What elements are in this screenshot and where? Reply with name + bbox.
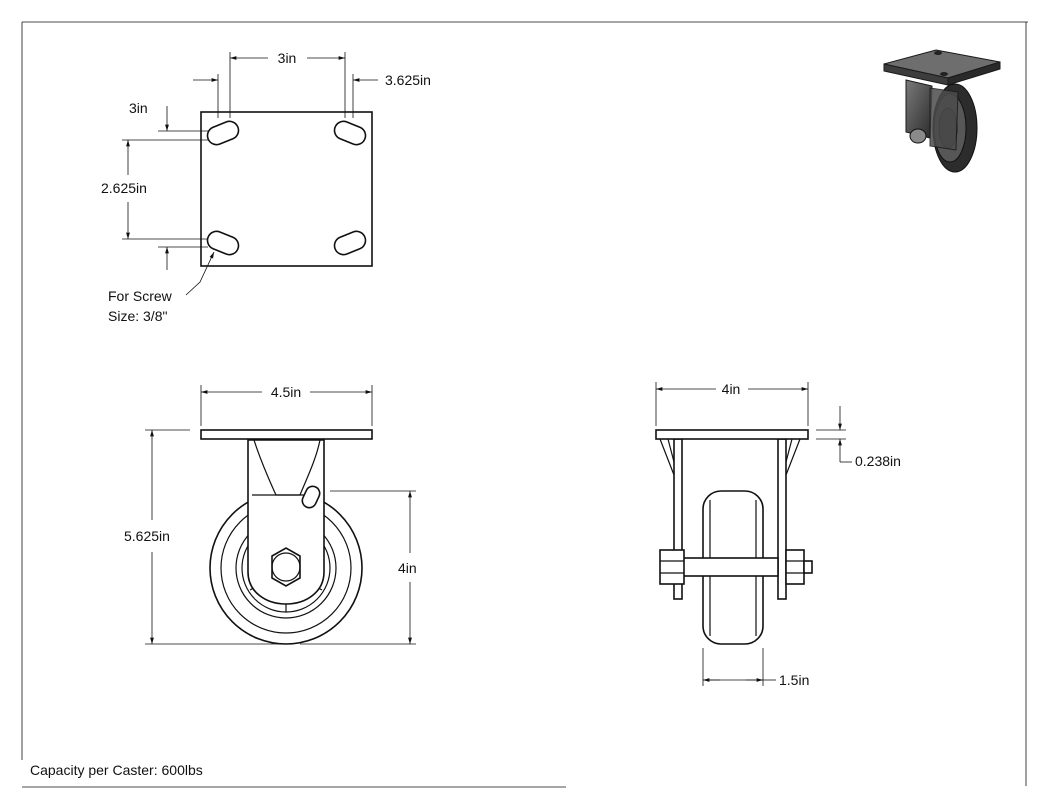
- dim-label-hole-spacing-y: 2.625in: [101, 180, 147, 196]
- dim-label-hole-offset: 3in: [129, 100, 148, 116]
- dimension-wheel-diameter: 4in: [300, 490, 417, 645]
- dimension-overall-height: 5.625in: [124, 429, 280, 645]
- mounting-slot: [333, 230, 367, 256]
- dim-label-plate-depth: 4in: [722, 381, 741, 397]
- side-view: 4.5in 5.625in 4in: [124, 384, 417, 645]
- axle-front: [659, 549, 813, 585]
- dimension-plate-depth: 4in: [655, 381, 809, 426]
- dimension-hole-offset: 3in: [129, 100, 208, 132]
- dimension-plate-width-top: 3.625in: [193, 72, 431, 118]
- grease-fitting-side: [301, 485, 321, 509]
- dim-label-hole-spacing-x: 3in: [278, 50, 297, 66]
- mounting-slot: [206, 230, 240, 256]
- screw-size-callout: For Screw Size: 3/8": [108, 251, 215, 324]
- dim-label-plate-width-side: 4.5in: [271, 384, 301, 400]
- fork-leg-side: [247, 439, 325, 605]
- mounting-slot: [206, 120, 240, 146]
- top-view: 3in 3.625in 3in 2.625in: [101, 50, 431, 324]
- dim-label-plate-thickness: 0.238in: [855, 453, 901, 469]
- screw-note-line1: For Screw: [108, 288, 173, 304]
- dim-label-wheel-diameter: 4in: [398, 560, 417, 576]
- dim-label-plate-width-top: 3.625in: [385, 72, 431, 88]
- fork-legs-front: [659, 438, 801, 600]
- top-plate-front: [655, 429, 809, 440]
- dimension-hole-spacing-x: 3in: [229, 50, 346, 118]
- mounting-slot: [333, 120, 367, 146]
- dimension-plate-thickness: 0.238in: [816, 406, 901, 469]
- capacity-note: Capacity per Caster: 600lbs: [30, 762, 203, 778]
- front-view: 4in 0.238in 1.5in: [655, 381, 901, 688]
- drawing-frame: [21, 21, 1028, 788]
- axle-nut-side: [271, 547, 301, 587]
- dimension-hole-spacing-y: 2.625in: [101, 139, 208, 240]
- dimension-wheel-width: 1.5in: [702, 648, 809, 688]
- dim-label-overall-height: 5.625in: [124, 528, 170, 544]
- top-plate-side: [200, 429, 373, 440]
- isometric-caster-render: [883, 49, 1001, 173]
- screw-note-line2: Size: 3/8": [108, 308, 167, 324]
- dimension-plate-width-side: 4.5in: [200, 384, 373, 426]
- dimension-hole-offset-lower: [158, 246, 208, 270]
- dim-label-wheel-width: 1.5in: [779, 672, 809, 688]
